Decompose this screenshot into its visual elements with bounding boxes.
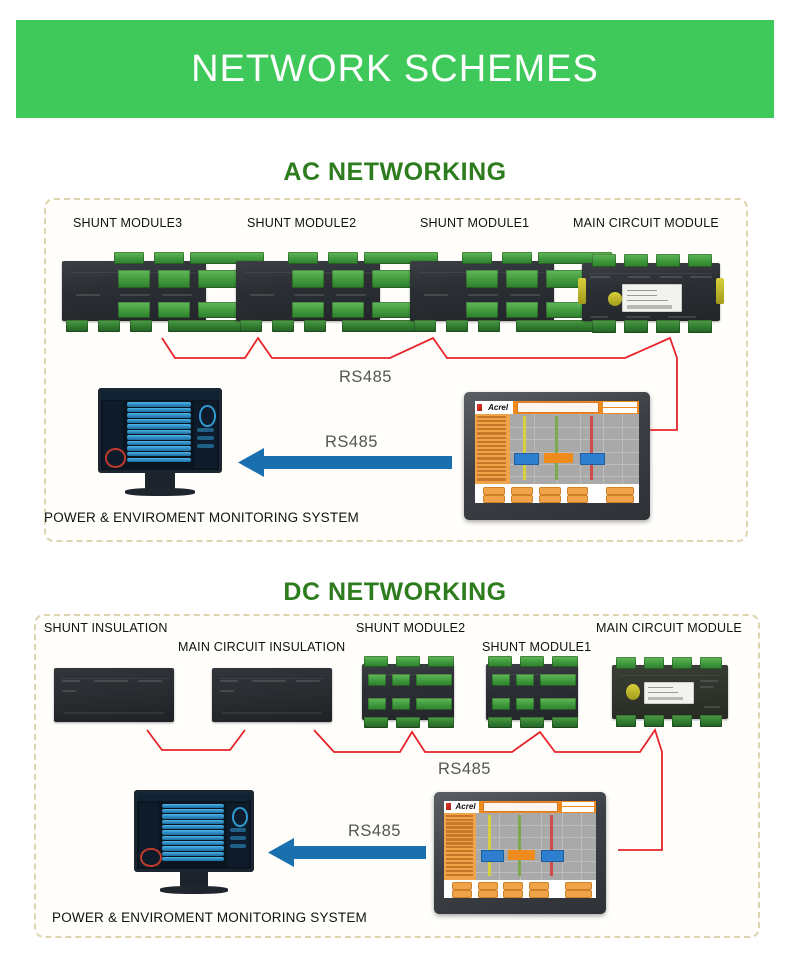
hmi-button[interactable] <box>606 486 635 495</box>
device-label-ac-1: SHUNT MODULE2 <box>247 216 357 230</box>
hmi-button[interactable] <box>503 889 524 898</box>
hmi-button[interactable] <box>566 486 589 495</box>
hmi-button[interactable] <box>511 494 533 503</box>
bus-label-dc: RS485 <box>438 760 491 778</box>
device-image-main-circuit-module-ac <box>578 252 724 334</box>
device-label-dc-4: MAIN CIRCUIT MODULE <box>596 621 742 635</box>
acrel-mark-icon <box>476 403 482 412</box>
monitor-image-dc <box>134 790 254 898</box>
hmi-button[interactable] <box>565 889 592 898</box>
monitor-image-ac <box>98 388 222 500</box>
link-label-ac: RS485 <box>325 433 378 451</box>
hmi-button[interactable] <box>529 889 550 898</box>
device-label-dc-0: SHUNT INSULATION <box>44 621 168 635</box>
hmi-button[interactable] <box>511 486 533 495</box>
hmi-button[interactable] <box>477 882 498 891</box>
hmi-button[interactable] <box>606 494 635 503</box>
device-label-dc-2: SHUNT MODULE2 <box>356 621 466 635</box>
hmi-button[interactable] <box>451 882 473 891</box>
device-image-dc-shunt-module1 <box>482 656 582 728</box>
page-title: NETWORK SCHEMES <box>191 47 599 90</box>
acrel-mark-icon <box>445 803 451 811</box>
device-image-shunt-module1 <box>406 250 612 334</box>
hmi-panel-dc[interactable]: Acrel <box>434 792 606 914</box>
hmi-button[interactable] <box>566 494 589 503</box>
hmi-button[interactable] <box>503 882 524 891</box>
system-label-ac: POWER & ENVIROMENT MONITORING SYSTEM <box>44 510 359 525</box>
link-label-dc: RS485 <box>348 822 401 840</box>
page-banner: NETWORK SCHEMES <box>16 20 774 118</box>
hmi-button[interactable] <box>529 882 550 891</box>
device-label-ac-2: SHUNT MODULE1 <box>420 216 530 230</box>
bus-label-ac: RS485 <box>339 368 392 386</box>
hmi-button[interactable] <box>477 889 498 898</box>
device-image-main-circuit-insulation <box>208 664 336 726</box>
section-heading-dc: DC NETWORKING <box>283 578 507 606</box>
hmi-brand-logo-dc: Acrel <box>444 800 480 814</box>
hmi-button[interactable] <box>538 494 561 503</box>
section-heading-ac: AC NETWORKING <box>283 158 507 186</box>
device-image-shunt-module2 <box>232 250 438 334</box>
hmi-button[interactable] <box>483 494 505 503</box>
device-label-dc-1: MAIN CIRCUIT INSULATION <box>178 640 346 654</box>
system-label-dc: POWER & ENVIROMENT MONITORING SYSTEM <box>52 910 367 925</box>
hmi-button[interactable] <box>451 889 473 898</box>
hmi-panel-ac[interactable]: Acrel <box>464 392 650 520</box>
hmi-button[interactable] <box>538 486 561 495</box>
device-label-dc-3: SHUNT MODULE1 <box>482 640 592 654</box>
hmi-button[interactable] <box>483 486 505 495</box>
hmi-button[interactable] <box>565 882 592 891</box>
device-image-dc-shunt-module2 <box>358 656 458 728</box>
device-label-ac-0: SHUNT MODULE3 <box>73 216 183 230</box>
device-image-shunt-insulation <box>50 664 178 726</box>
hmi-brand-logo-ac: Acrel <box>475 400 513 415</box>
device-image-main-circuit-module-dc <box>608 656 732 728</box>
device-image-shunt-module3 <box>58 250 264 334</box>
device-label-ac-3: MAIN CIRCUIT MODULE <box>573 216 719 230</box>
